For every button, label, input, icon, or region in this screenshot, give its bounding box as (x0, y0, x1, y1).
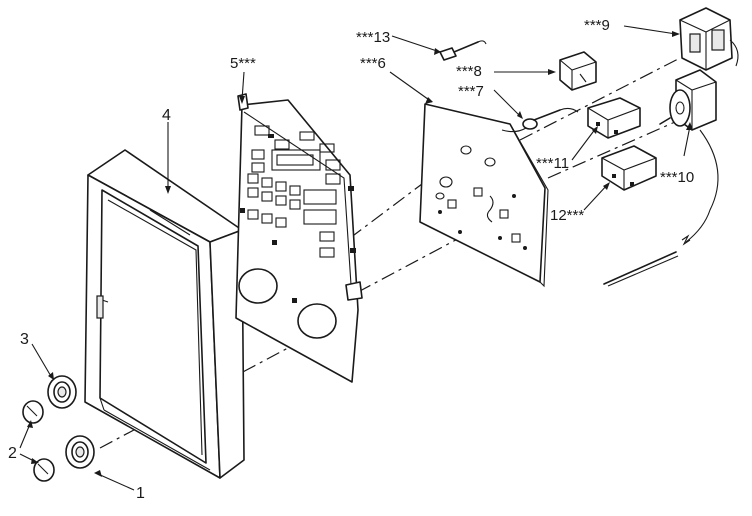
sensor-part-7 (501, 107, 579, 133)
motor-part-10 (603, 69, 719, 287)
label-part-1: 1 (136, 485, 145, 502)
label-part-4: 4 (162, 107, 171, 124)
transformer-part-8 (559, 51, 597, 91)
label-part-12: 12*** (550, 207, 584, 224)
label-part-9: ***9 (584, 17, 610, 34)
label-part-11: ***11 (536, 155, 569, 172)
panel-button-matrix (240, 125, 356, 303)
label-part-13: ***13 (356, 29, 390, 46)
label-part-3: 3 (20, 331, 29, 348)
label-part-5: 5*** (230, 55, 256, 72)
door-frame-part-4 (84, 149, 245, 479)
label-part-8: ***8 (456, 63, 482, 80)
knob-part-1 (65, 435, 95, 469)
timer-part-9 (679, 7, 739, 71)
label-part-10: ***10 (660, 169, 694, 186)
knob-part-3 (47, 375, 77, 409)
label-part-7: ***7 (458, 83, 484, 100)
label-part-2: 2 (8, 445, 17, 462)
switch-part-13 (439, 40, 487, 61)
relay-part-11 (587, 97, 641, 139)
knob-cap-part-2 (22, 400, 55, 482)
label-part-6: ***6 (360, 55, 386, 72)
control-panel-part-5 (235, 93, 363, 383)
circuit-board-part-6 (419, 103, 549, 288)
leader-lines (19, 25, 693, 491)
part-labels: 4 5*** ***6 ***13 ***8 ***7 ***9 ***11 *… (8, 17, 694, 502)
relay-part-12 (601, 145, 657, 191)
